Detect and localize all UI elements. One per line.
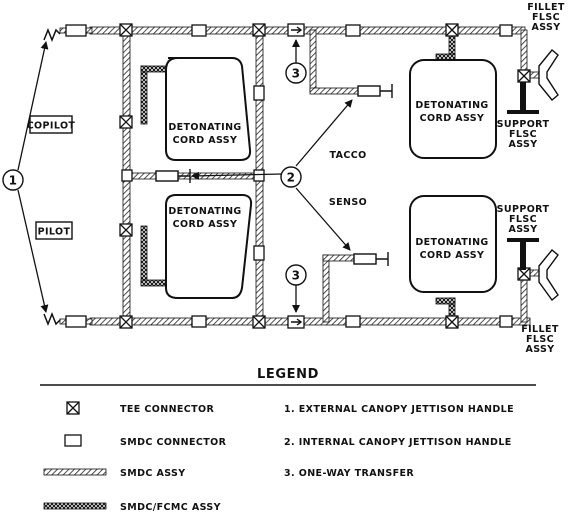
- tee-connector: [252, 315, 266, 329]
- callout-2-text: 2: [287, 171, 296, 185]
- smdc-connector: [499, 315, 513, 328]
- callout-1: 1: [2, 41, 49, 313]
- legend-item-tee: TEE CONNECTOR: [120, 404, 215, 415]
- smdc-fcmc-assy-lines: [140, 29, 456, 323]
- smdc-connector: [345, 315, 361, 328]
- legend-note-3: 3. ONE-WAY TRANSFER: [284, 468, 414, 479]
- det-cord-assy-lower-right: DETONATING CORD ASSY: [409, 195, 497, 293]
- legend-item-smdc-assy: SMDC ASSY: [120, 468, 186, 479]
- fillet-bottom-1: FILLET: [521, 324, 559, 335]
- fillet-bottom-2: FLSC: [526, 334, 554, 345]
- internal-handle-senso: [353, 252, 389, 266]
- tee-connector: [119, 223, 133, 237]
- smdc-connector: [253, 245, 265, 261]
- callout-2: 2: [191, 99, 353, 251]
- callout-3-top: 3: [285, 39, 307, 84]
- one-way-transfer-bottom: [287, 315, 305, 329]
- det-cord-label-ll-2: CORD ASSY: [173, 219, 238, 230]
- support-label-bottom: SUPPORT FLSC ASSY: [497, 204, 550, 235]
- legend: LEGEND TEE CONNECTOR SMDC CONNECTOR SMDC…: [40, 367, 536, 513]
- support-bottom-1: SUPPORT: [497, 204, 550, 215]
- det-cord-assy-upper-left: DETONATING CORD ASSY: [165, 57, 252, 161]
- senso-label: SENSO: [329, 197, 367, 208]
- external-handle-copilot: [43, 27, 61, 43]
- smdc-connector: [65, 24, 87, 37]
- support-bottom-2: FLSC: [509, 214, 537, 225]
- fillet-handle-top: [538, 49, 559, 101]
- callout-3-top-text: 3: [292, 67, 301, 81]
- det-cord-label-lr-1: DETONATING: [415, 237, 488, 248]
- callout-3-bottom-text: 3: [292, 269, 301, 283]
- det-cord-label-ul-1: DETONATING: [168, 122, 241, 133]
- det-cord-assy-upper-right: DETONATING CORD ASSY: [409, 59, 497, 159]
- copilot-label: COPILOT: [27, 115, 76, 134]
- fillet-label-top: FILLET FLSC ASSY: [527, 2, 565, 33]
- callout-1-text: 1: [9, 174, 18, 188]
- tee-connector: [517, 69, 531, 83]
- internal-handle-tacco: [357, 84, 393, 98]
- legend-smdc-assy-icon: [43, 468, 107, 476]
- fillet-bottom-3: ASSY: [525, 344, 554, 355]
- smdc-connector: [253, 85, 265, 101]
- legend-smdc-connector-icon: [64, 434, 82, 447]
- smdc-connector: [345, 24, 361, 37]
- legend-item-smdc-fcmc-assy: SMDC/FCMC ASSY: [120, 502, 221, 513]
- support-flsc-bars: [507, 82, 539, 270]
- legend-item-smdc-connector: SMDC CONNECTOR: [120, 437, 227, 448]
- legend-note-1: 1. EXTERNAL CANOPY JETTISON HANDLE: [284, 404, 514, 415]
- tee-connectors: [119, 23, 531, 329]
- det-cord-label-lr-2: CORD ASSY: [420, 250, 485, 261]
- det-cord-label-ll-1: DETONATING: [168, 206, 241, 217]
- external-handle-pilot: [43, 311, 61, 327]
- support-bottom-3: ASSY: [508, 224, 537, 235]
- smdc-connector: [191, 24, 207, 37]
- tee-connector: [445, 23, 459, 37]
- smdc-connectors: [65, 24, 513, 328]
- pilot-label-text: PILOT: [38, 227, 71, 238]
- callout-3-bottom: 3: [285, 264, 307, 313]
- det-cord-label-ur-2: CORD ASSY: [420, 113, 485, 124]
- fillet-top-1: FILLET: [527, 2, 565, 13]
- copilot-label-text: COPILOT: [27, 121, 76, 132]
- tacco-label: TACCO: [329, 150, 366, 161]
- det-cord-label-ur-1: DETONATING: [415, 100, 488, 111]
- smdc-connector: [499, 24, 513, 37]
- tee-connector: [119, 315, 133, 329]
- internal-handle-left: [155, 169, 191, 183]
- tee-connector: [252, 23, 266, 37]
- smdc-connector: [121, 169, 133, 182]
- det-cord-assy-lower-left: DETONATING CORD ASSY: [165, 194, 253, 299]
- legend-title: LEGEND: [257, 367, 319, 382]
- legend-tee-connector-icon: [66, 401, 80, 415]
- tee-connector: [119, 23, 133, 37]
- support-top-3: ASSY: [508, 139, 537, 150]
- fillet-label-bottom: FILLET FLSC ASSY: [521, 324, 559, 355]
- one-way-transfer-top: [287, 23, 305, 37]
- fillet-handle-bottom: [538, 249, 559, 302]
- det-cord-label-ul-2: CORD ASSY: [173, 135, 238, 146]
- fillet-top-3: ASSY: [531, 22, 560, 33]
- smdc-connector: [65, 315, 87, 328]
- tee-connector: [119, 115, 133, 129]
- smdc-connector: [253, 169, 265, 182]
- legend-note-2: 2. INTERNAL CANOPY JETTISON HANDLE: [284, 437, 512, 448]
- fillet-top-2: FLSC: [532, 12, 560, 23]
- smdc-connector: [191, 315, 207, 328]
- pilot-label: PILOT: [35, 221, 73, 240]
- support-label-top: SUPPORT FLSC ASSY: [497, 119, 550, 150]
- legend-smdc-fcmc-assy-icon: [43, 502, 107, 510]
- support-top-1: SUPPORT: [497, 119, 550, 130]
- tee-connector: [445, 315, 459, 329]
- support-top-2: FLSC: [509, 129, 537, 140]
